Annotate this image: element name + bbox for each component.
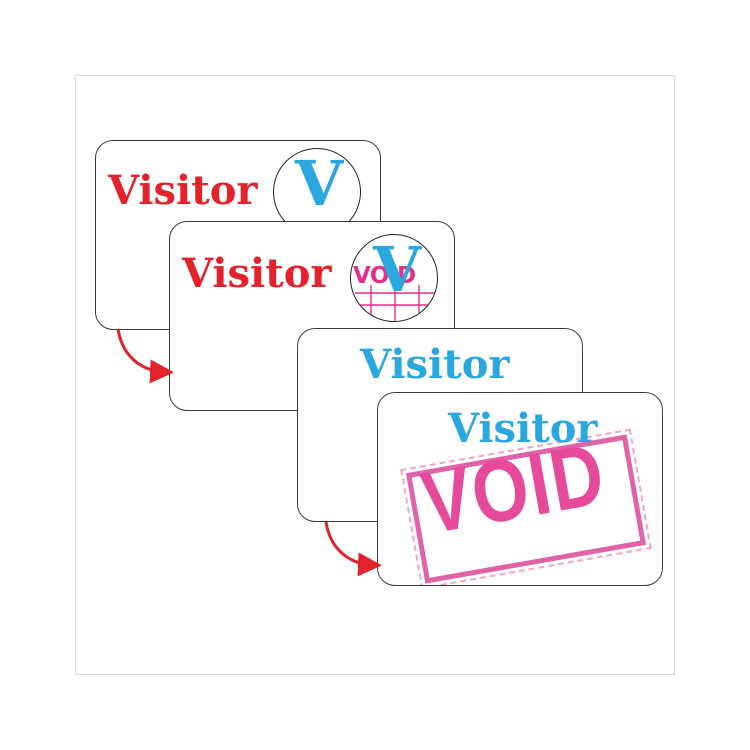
badge-blue-expired: VOID Visitor xyxy=(377,392,663,586)
badge-label: Visitor xyxy=(360,341,510,388)
curved-arrow-icon xyxy=(324,521,382,577)
void-grid-icon xyxy=(355,285,435,321)
void-overlay-text: VOID xyxy=(353,263,416,289)
badge-label: Visitor xyxy=(108,167,258,214)
v-mark: V xyxy=(295,147,344,220)
v-mark: V xyxy=(373,234,422,306)
v-circle-void-mark: VOID V xyxy=(350,234,438,322)
curved-arrow-icon xyxy=(116,328,174,384)
badge-label: Visitor xyxy=(182,250,332,297)
badge-label: Visitor xyxy=(448,405,598,452)
